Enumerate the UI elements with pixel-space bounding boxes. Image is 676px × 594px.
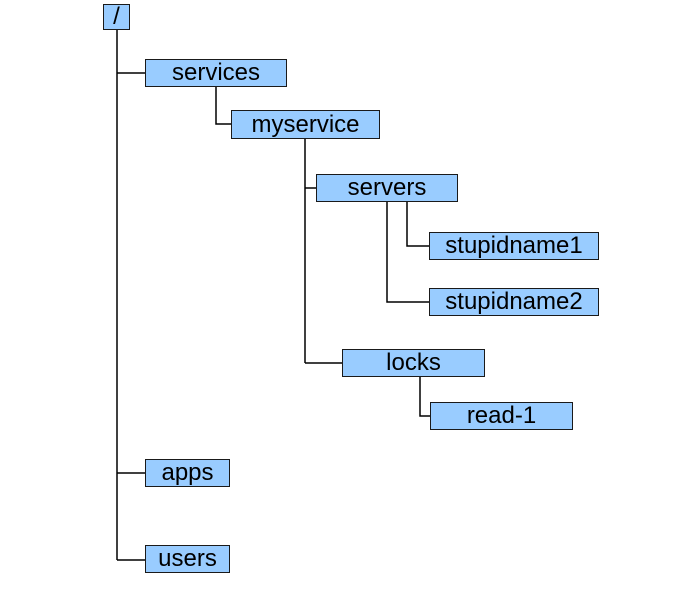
edge-servers-stupidname2 (386, 202, 429, 303)
node-services: services (145, 59, 287, 87)
node-root: / (103, 4, 130, 30)
node-users: users (145, 545, 230, 573)
edge-services-myservice (215, 87, 231, 125)
node-apps: apps (145, 459, 230, 487)
node-myservice: myservice (231, 110, 380, 139)
node-stupidname1: stupidname1 (429, 232, 599, 260)
edge-servers-stupidname1 (406, 202, 429, 247)
node-read-1: read-1 (430, 402, 573, 430)
node-locks: locks (342, 349, 485, 377)
node-stupidname2: stupidname2 (429, 288, 599, 316)
node-servers: servers (316, 174, 458, 202)
edge-locks-read1 (419, 377, 430, 417)
